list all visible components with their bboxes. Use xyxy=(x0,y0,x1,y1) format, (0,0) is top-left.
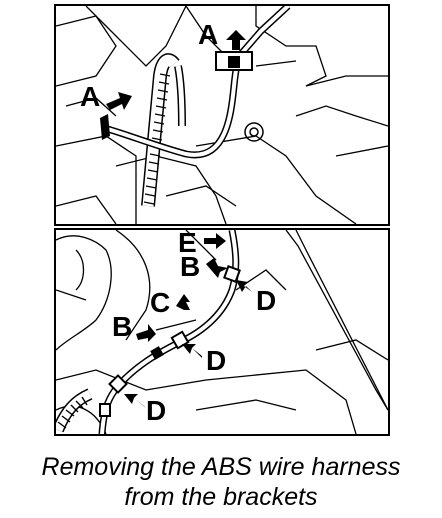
top-bracket xyxy=(215,51,253,71)
callout-d-middle: D xyxy=(206,345,226,376)
arrow-d-upper xyxy=(236,280,254,294)
bottom-illustration-panel: E B C D B D D xyxy=(54,228,390,436)
left-wire-clip xyxy=(100,114,110,140)
arrow-d-middle xyxy=(182,344,202,358)
bottom-illustration: E B C D B D D xyxy=(56,230,388,434)
arrow-a-left xyxy=(106,92,132,110)
callout-a-left: A xyxy=(80,81,100,112)
top-background-linework xyxy=(56,6,388,224)
arrow-b-upper xyxy=(206,258,228,278)
arrow-a-up xyxy=(226,30,246,50)
caption-line-1: Removing the ABS wire harness xyxy=(41,453,401,481)
clip-4 xyxy=(108,374,128,394)
callout-c: C xyxy=(150,287,170,318)
callout-b-upper: B xyxy=(180,251,200,282)
callout-d-upper: D xyxy=(256,285,276,316)
arrow-d-lower xyxy=(124,394,146,408)
callout-d-lower: D xyxy=(146,395,166,426)
coiled-hose xyxy=(141,53,186,207)
clip-5 xyxy=(99,403,111,417)
coiled-hose-lower xyxy=(56,388,93,433)
abs-wire-harness xyxy=(103,6,291,159)
clip-3 xyxy=(150,346,164,360)
callout-a-top: A xyxy=(198,19,218,50)
arrow-b-lower xyxy=(136,324,156,342)
clip-1 xyxy=(223,265,241,283)
callout-e: E xyxy=(178,230,197,258)
callout-b-lower: B xyxy=(112,311,132,342)
mounting-bolt xyxy=(244,122,264,142)
arrow-c xyxy=(176,294,190,310)
caption-line-2: from the brackets xyxy=(124,483,318,511)
arrow-e xyxy=(204,233,226,249)
top-illustration-panel: A A xyxy=(54,4,390,226)
top-illustration: A A xyxy=(56,6,388,224)
